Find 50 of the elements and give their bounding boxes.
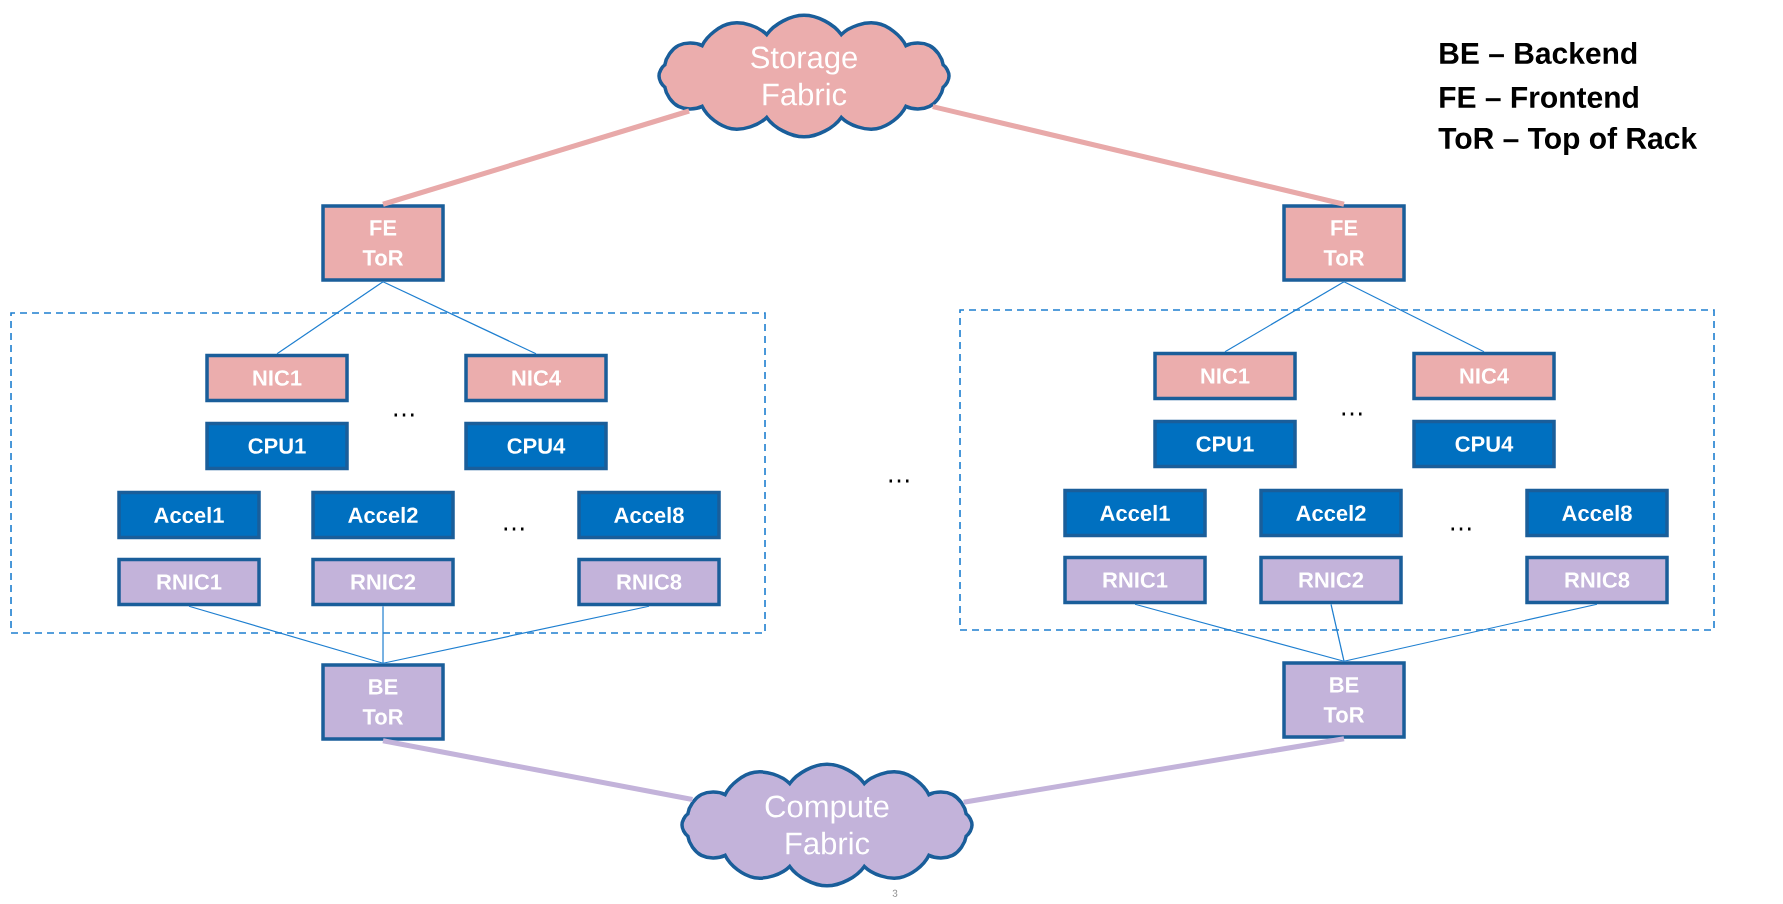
component-box: NIC4 bbox=[464, 353, 608, 403]
component-box: Accel2 bbox=[311, 490, 455, 540]
connector-line bbox=[1343, 603, 1598, 662]
connector-line bbox=[276, 281, 384, 355]
component-box: RNIC2 bbox=[311, 557, 455, 607]
component-box: CPU1 bbox=[205, 421, 349, 471]
switch-box: FE ToR bbox=[1282, 204, 1406, 282]
component-box: NIC4 bbox=[1412, 351, 1556, 401]
ellipsis: … bbox=[889, 479, 909, 483]
component-box: CPU4 bbox=[464, 421, 608, 471]
connector-line bbox=[1224, 281, 1345, 353]
component-box: RNIC8 bbox=[577, 557, 721, 607]
component-box: CPU1 bbox=[1153, 419, 1297, 469]
switch-box: BE ToR bbox=[321, 663, 445, 741]
component-box: CPU4 bbox=[1412, 419, 1556, 469]
component-box: Accel8 bbox=[577, 490, 721, 540]
connector-line bbox=[1330, 603, 1345, 662]
component-box: RNIC8 bbox=[1525, 555, 1669, 605]
connector-line bbox=[932, 104, 1345, 207]
dashed-group-box bbox=[10, 312, 766, 634]
connector-line bbox=[382, 738, 693, 802]
dashed-group-box bbox=[959, 309, 1715, 631]
connector-line bbox=[382, 281, 537, 355]
ellipsis: … bbox=[1342, 412, 1362, 416]
component-box: NIC1 bbox=[205, 353, 349, 403]
switch-box: FE ToR bbox=[321, 204, 445, 282]
connector-line bbox=[1343, 281, 1485, 353]
ellipsis: … bbox=[1451, 527, 1471, 531]
switch-box: BE ToR bbox=[1282, 661, 1406, 739]
connector-line bbox=[1134, 603, 1345, 662]
connector-line bbox=[382, 605, 650, 664]
component-box: RNIC1 bbox=[1063, 555, 1207, 605]
connector-line bbox=[963, 736, 1345, 805]
component-box: RNIC2 bbox=[1259, 555, 1403, 605]
legend-text: FE – Frontend bbox=[1440, 86, 1638, 108]
ellipsis: … bbox=[504, 527, 524, 531]
component-box: NIC1 bbox=[1153, 351, 1297, 401]
cloud: Storage Fabric bbox=[657, 13, 951, 139]
connector-line bbox=[382, 605, 384, 664]
component-box: Accel8 bbox=[1525, 488, 1669, 538]
component-box: RNIC1 bbox=[117, 557, 261, 607]
cloud: Compute Fabric bbox=[680, 762, 974, 888]
legend-text: BE – Backend bbox=[1440, 42, 1637, 64]
ellipsis: … bbox=[394, 413, 414, 417]
component-box: Accel1 bbox=[1063, 488, 1207, 538]
component-box: Accel1 bbox=[117, 490, 261, 540]
connector-line bbox=[188, 605, 384, 664]
connector-line bbox=[382, 108, 690, 207]
component-box: Accel2 bbox=[1259, 488, 1403, 538]
legend-text: ToR – Top of Rack bbox=[1438, 127, 1698, 155]
